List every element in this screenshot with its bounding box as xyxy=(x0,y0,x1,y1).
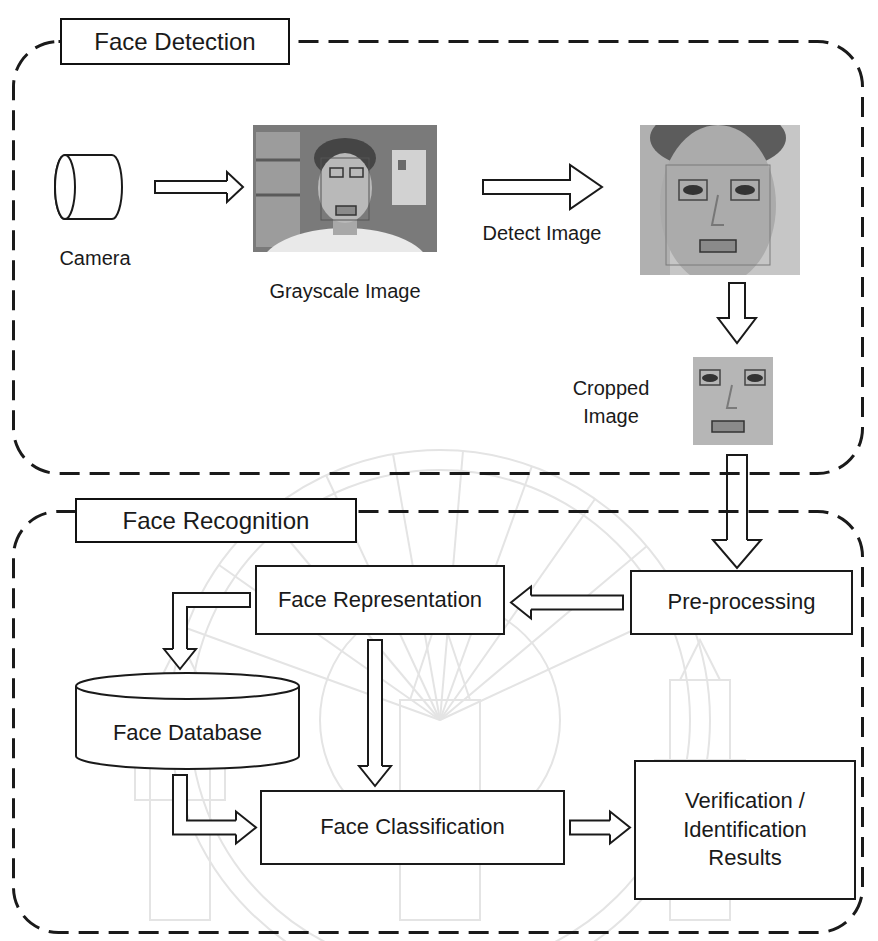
arrow-shaft xyxy=(154,180,227,194)
arrow-shaft xyxy=(726,454,748,540)
arrow-shaft xyxy=(531,595,624,611)
hollow-arrow xyxy=(359,639,391,786)
arrow-label: Detect Image xyxy=(462,222,622,245)
arrow-shaft xyxy=(367,639,383,766)
dashed-region: Face DetectionCameraGrayscale ImageCropp… xyxy=(12,40,864,475)
box-label: Face Classification xyxy=(320,813,505,842)
image-node: Cropped Image xyxy=(555,352,777,450)
result-box: Verification / Identification Results xyxy=(634,760,856,900)
box-label: Verification / Identification Results xyxy=(646,787,844,873)
hollow-arrow xyxy=(180,774,256,844)
region-heading: Face Detection xyxy=(60,18,290,65)
region-outline xyxy=(12,40,864,475)
arrow-shaft-fill xyxy=(369,641,381,766)
box-label: Face Representation xyxy=(278,586,482,615)
image-node: Grayscale Image xyxy=(245,118,445,303)
arrow-shaft-fill xyxy=(180,776,236,828)
arrow-head xyxy=(227,172,243,202)
box-label: Face Database xyxy=(113,719,262,748)
hollow-arrow xyxy=(483,165,602,209)
arrow-shaft-fill xyxy=(531,597,622,609)
process-box: Face Representation xyxy=(255,565,505,635)
arrow-shaft xyxy=(569,820,610,836)
arrow-head-fill xyxy=(610,812,630,844)
arrow-head-fill xyxy=(511,587,531,619)
database-outline xyxy=(76,673,299,769)
arrow-shaft xyxy=(180,600,251,649)
image-caption: Camera xyxy=(40,247,150,270)
arrow-shaft-fill xyxy=(728,456,746,540)
cropped-face-photo xyxy=(693,357,773,445)
region-outline xyxy=(14,512,863,933)
arrow-shaft xyxy=(180,774,236,828)
arrow-shaft-fill xyxy=(156,182,227,192)
box-label: Pre-processing xyxy=(668,588,816,617)
process-box: Face Classification xyxy=(260,790,565,865)
arrow-head xyxy=(713,540,761,568)
hollow-arrow xyxy=(164,600,251,669)
hollow-arrow xyxy=(511,587,624,619)
hollow-arrow xyxy=(569,812,630,844)
dashed-region: Face RecognitionFace RepresentationPre-p… xyxy=(12,510,864,934)
arrow-head-fill xyxy=(236,812,256,844)
arrow-head-fill xyxy=(359,766,391,786)
hollow-arrow xyxy=(718,283,756,343)
image-caption: Cropped Image xyxy=(555,374,667,430)
camera-node: Camera xyxy=(40,140,150,270)
image-caption: Grayscale Image xyxy=(245,280,445,303)
arrow-head xyxy=(164,649,196,669)
arrow-head-fill xyxy=(164,649,196,669)
arrow-head xyxy=(236,812,256,844)
region-heading: Face Recognition xyxy=(75,498,357,543)
database-cylinder: Face Database xyxy=(75,672,300,770)
arrow-head-fill xyxy=(227,172,243,202)
arrow-head xyxy=(511,587,531,619)
arrow-shaft-fill xyxy=(180,600,249,649)
arrow-head xyxy=(610,812,630,844)
arrow-shaft-fill xyxy=(571,822,610,834)
camera-icon xyxy=(55,155,122,219)
detected-face-photo xyxy=(640,125,800,275)
arrow-head xyxy=(359,766,391,786)
hollow-arrow xyxy=(154,172,243,202)
database-rim xyxy=(76,686,299,699)
arrow-head-fill xyxy=(713,540,761,568)
process-box: Pre-processing xyxy=(630,570,853,635)
grayscale-photo xyxy=(253,125,437,252)
region-outline xyxy=(14,42,863,474)
